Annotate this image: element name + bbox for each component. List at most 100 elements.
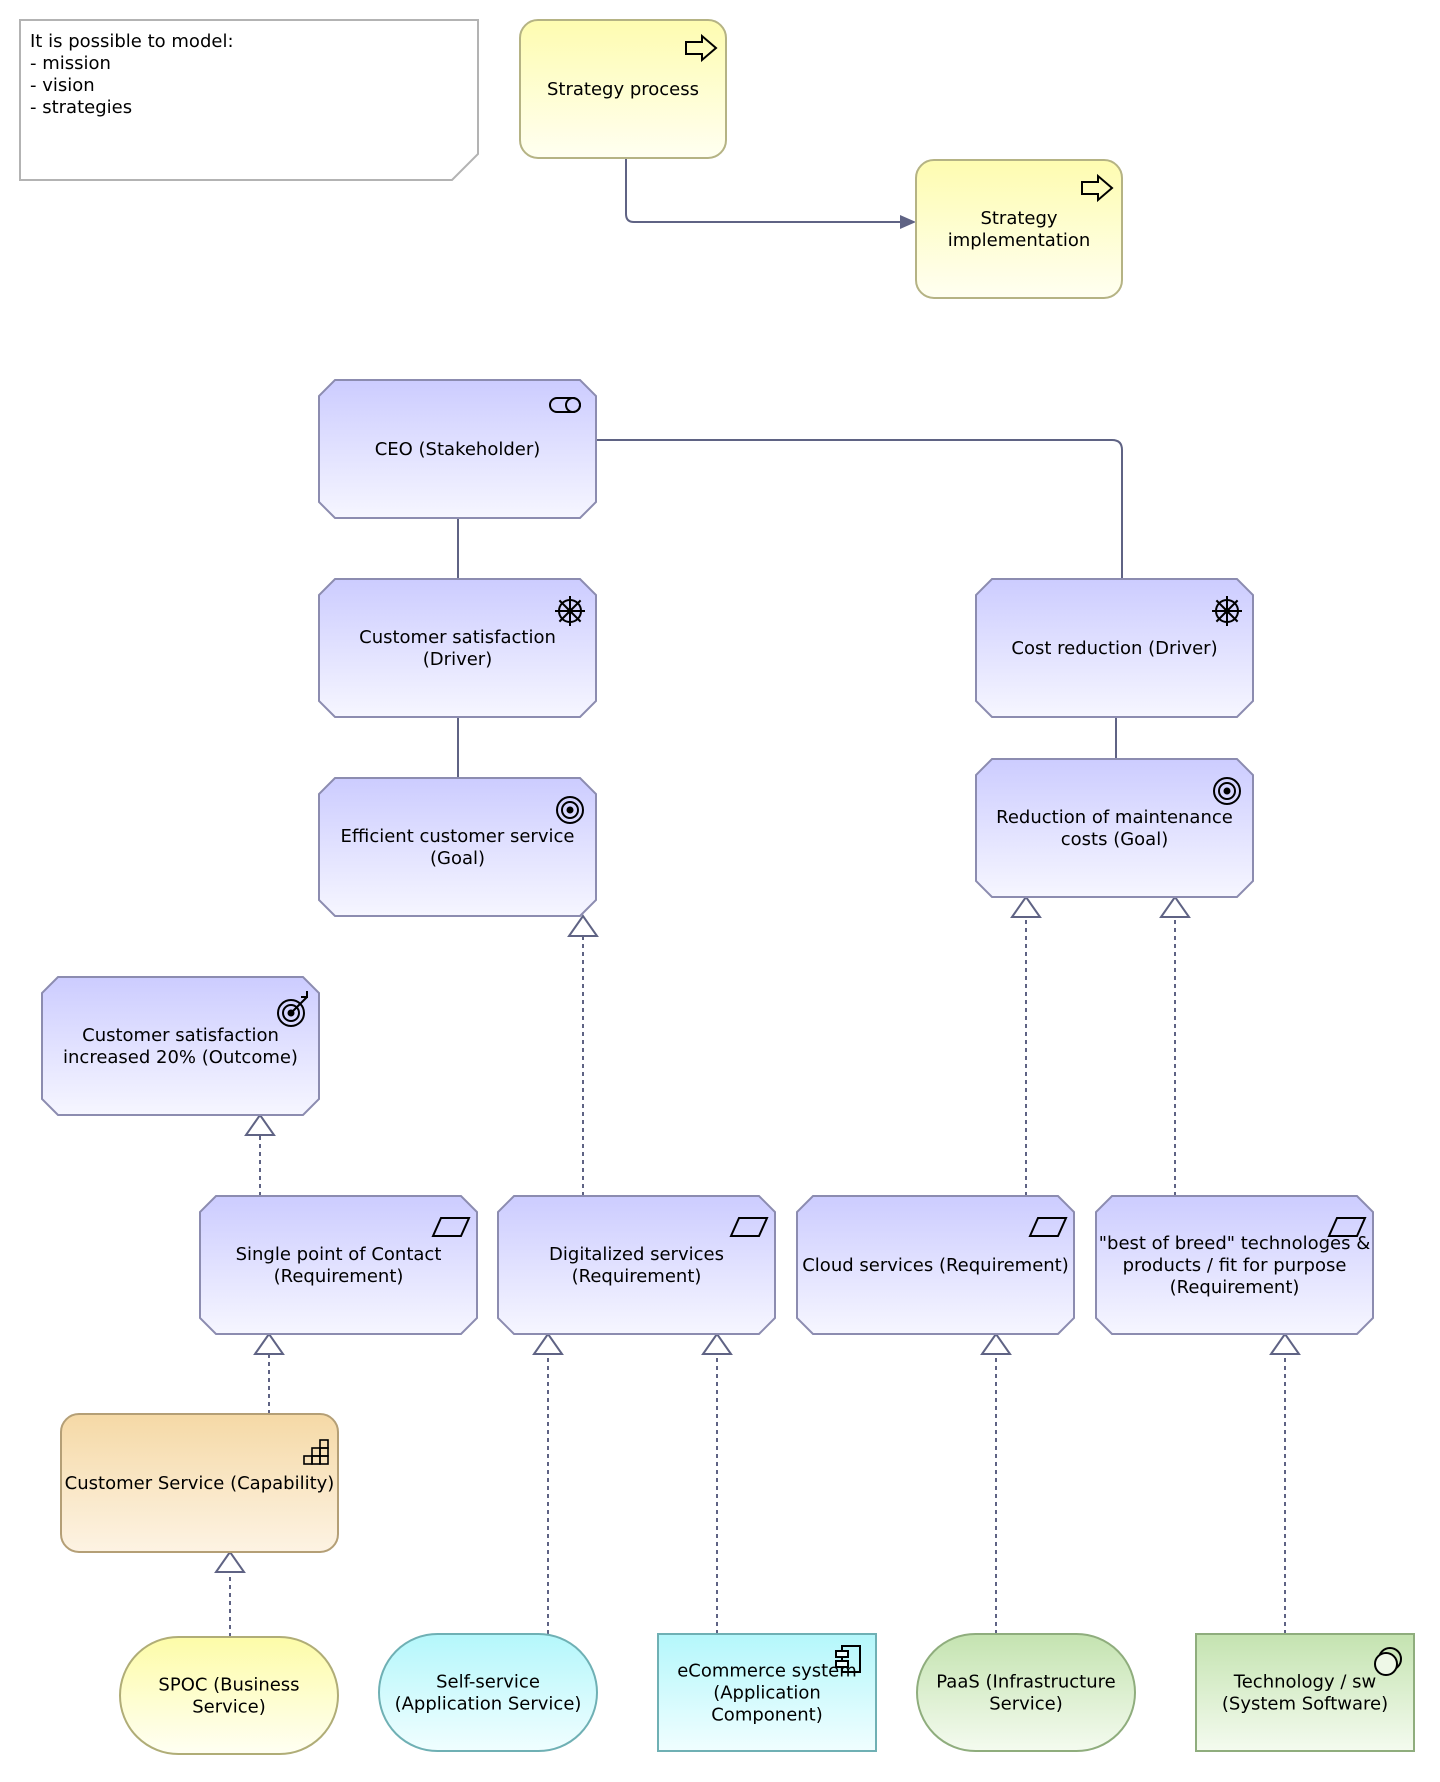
triggering-arrowhead — [900, 215, 916, 229]
edges-layer — [214, 158, 1301, 1637]
node-shape — [1095, 1195, 1374, 1335]
node-single-point-contact[interactable]: Single point of Contact(Requirement) — [199, 1195, 478, 1335]
node-best-of-breed[interactable]: "best of breed" technologes &products / … — [1095, 1195, 1374, 1335]
node-digitalized-services[interactable]: Digitalized services(Requirement) — [497, 1195, 776, 1335]
arrow-right-icon — [1081, 173, 1114, 203]
parallelogram-icon — [1327, 1217, 1367, 1237]
parallelogram-icon — [431, 1217, 471, 1237]
node-efficient-customer-service[interactable]: Efficient customer service(Goal) — [318, 777, 597, 917]
node-label: eCommerce system — [677, 1661, 857, 1682]
target-icon — [1213, 777, 1241, 805]
node-label: Service) — [192, 1697, 266, 1718]
nodes-layer: Strategy processStrategyimplementationCE… — [19, 19, 1415, 1755]
capability-icon — [303, 1439, 329, 1465]
node-label: SPOC (Business — [158, 1675, 299, 1696]
edge-triggering[interactable] — [625, 158, 906, 223]
node-label: products / fit for purpose — [1123, 1255, 1347, 1276]
node-label: (Requirement) — [572, 1266, 702, 1287]
node-label: PaaS (Infrastructure — [936, 1672, 1115, 1693]
node-self-service[interactable]: Self-service(Application Service) — [378, 1633, 598, 1752]
node-label: Self-service — [436, 1672, 540, 1693]
node-label: (System Software) — [1222, 1694, 1388, 1715]
realization-arrowhead — [253, 1332, 285, 1355]
parallelogram-icon — [1028, 1217, 1068, 1237]
node-shape — [796, 1195, 1075, 1335]
node-label: (Goal) — [430, 848, 485, 869]
node-strategy-process[interactable]: Strategy process — [519, 19, 727, 159]
realization-arrowhead — [532, 1332, 564, 1355]
node-label: Strategy process — [547, 79, 699, 100]
realization-arrowhead — [244, 1113, 276, 1136]
node-cloud-services[interactable]: Cloud services (Requirement) — [796, 1195, 1075, 1335]
parallelogram-icon — [729, 1217, 769, 1237]
node-label: Customer satisfaction — [82, 1025, 279, 1046]
stakeholder-icon — [549, 397, 581, 413]
node-label: Customer satisfaction — [359, 627, 556, 648]
node-shape — [60, 1413, 339, 1553]
node-ceo[interactable]: CEO (Stakeholder) — [318, 379, 597, 519]
note-line: - vision — [30, 75, 95, 96]
node-label: Single point of Contact — [236, 1244, 442, 1265]
node-label: Technology / sw — [1233, 1672, 1376, 1693]
helm-icon — [1212, 596, 1242, 626]
node-label: Cloud services (Requirement) — [802, 1255, 1069, 1276]
node-customer-satisfaction[interactable]: Customer satisfaction(Driver) — [318, 578, 597, 718]
node-label: Component) — [711, 1705, 823, 1726]
node-shape — [318, 379, 597, 519]
node-technology-sw[interactable]: Technology / sw(System Software) — [1195, 1633, 1415, 1752]
realization-arrowhead — [701, 1332, 733, 1355]
node-label: Customer Service (Capability) — [65, 1473, 335, 1494]
node-shape — [519, 19, 727, 159]
node-label: Digitalized services — [549, 1244, 724, 1265]
node-label: (Application — [713, 1683, 821, 1704]
edge-association[interactable] — [596, 439, 1123, 579]
realization-arrowhead — [1269, 1332, 1301, 1355]
node-shape — [119, 1636, 339, 1755]
node-label: Strategy — [980, 208, 1057, 229]
note-line: - strategies — [30, 97, 132, 118]
node-shape — [916, 1633, 1136, 1752]
node-shape — [41, 976, 320, 1116]
note[interactable]: It is possible to model:- mission- visio… — [19, 19, 479, 181]
node-label: "best of breed" technologes & — [1099, 1233, 1371, 1254]
system-software-icon — [1374, 1647, 1402, 1676]
node-label: Efficient customer service — [341, 826, 575, 847]
node-label: (Requirement) — [274, 1266, 404, 1287]
node-shape — [318, 777, 597, 917]
node-label: (Application Service) — [395, 1694, 582, 1715]
note-line: It is possible to model: — [30, 31, 234, 52]
target-icon — [556, 796, 584, 824]
realization-arrowhead — [214, 1550, 246, 1573]
node-label: costs (Goal) — [1061, 829, 1168, 850]
realization-arrowhead — [980, 1332, 1012, 1355]
node-label: implementation — [948, 230, 1091, 251]
node-shape — [318, 578, 597, 718]
node-shape — [497, 1195, 776, 1335]
node-cost-reduction[interactable]: Cost reduction (Driver) — [975, 578, 1254, 718]
arrow-right-icon — [685, 33, 718, 63]
component-icon — [835, 1645, 861, 1673]
node-shape — [975, 578, 1254, 718]
node-shape — [199, 1195, 478, 1335]
node-shape — [915, 159, 1123, 299]
node-customer-service-capability[interactable]: Customer Service (Capability) — [60, 1413, 339, 1553]
node-label: Service) — [989, 1694, 1063, 1715]
node-label: increased 20% (Outcome) — [63, 1047, 298, 1068]
realization-arrowhead — [1159, 895, 1191, 918]
node-label: Reduction of maintenance — [996, 807, 1233, 828]
node-label: Cost reduction (Driver) — [1011, 638, 1217, 659]
note-line: - mission — [30, 53, 111, 74]
node-shape — [1195, 1633, 1415, 1752]
realization-arrowhead — [567, 914, 599, 937]
node-label: (Requirement) — [1170, 1277, 1300, 1298]
node-shape — [975, 758, 1254, 898]
realization-arrowhead — [1010, 895, 1042, 918]
node-label: CEO (Stakeholder) — [375, 439, 541, 460]
